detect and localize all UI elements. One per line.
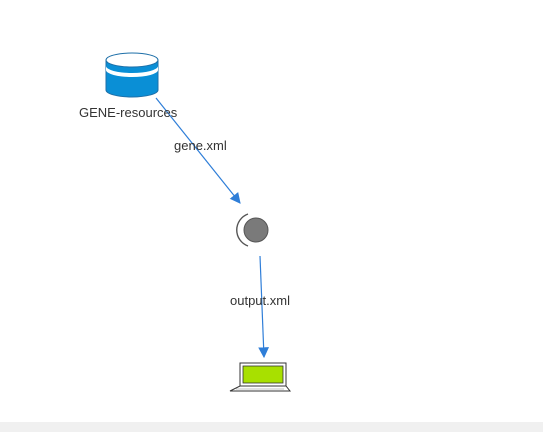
edge-output-xml[interactable] xyxy=(258,255,270,359)
edge-label-gene-xml: gene.xml xyxy=(174,138,227,153)
database-icon[interactable] xyxy=(105,52,159,98)
bottom-band xyxy=(0,422,543,432)
laptop-icon[interactable] xyxy=(229,362,292,392)
process-node-icon[interactable] xyxy=(236,213,269,247)
edge-label-output-xml: output.xml xyxy=(230,293,290,308)
database-label: GENE-resources xyxy=(79,105,178,120)
edge-gene-xml[interactable] xyxy=(155,97,241,204)
